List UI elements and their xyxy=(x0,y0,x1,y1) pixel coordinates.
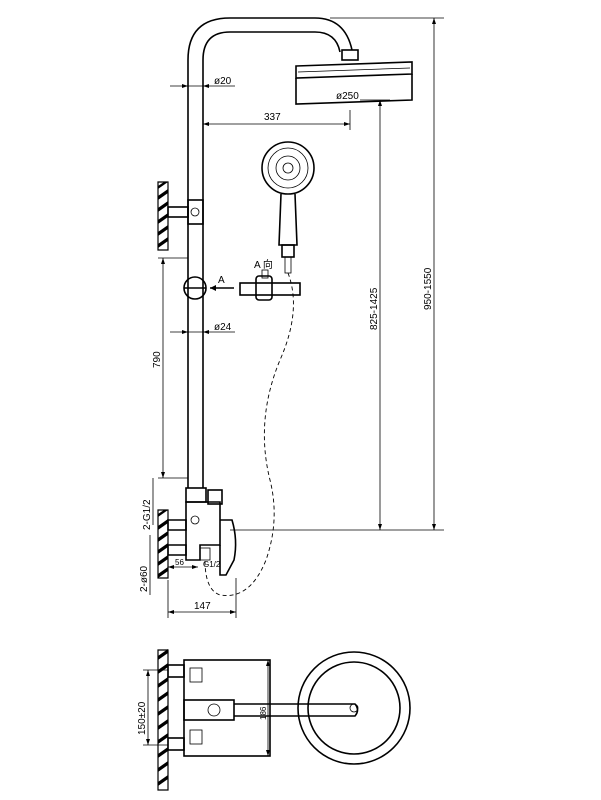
dim-head-diameter: ø250 xyxy=(336,91,359,102)
mixer-valve xyxy=(167,487,237,576)
dim-projection: 147 xyxy=(167,578,237,618)
head-height-label: 825-1425 xyxy=(369,287,380,330)
dim-escutcheon: 2-ø60 xyxy=(139,535,151,595)
section-arrow-a: A xyxy=(210,275,234,291)
wall-section-lower xyxy=(157,509,169,579)
outlet-offset-label: 56 xyxy=(175,558,184,567)
dim-slide-diameter: ø24 xyxy=(170,322,235,334)
upper-wall-bracket xyxy=(167,199,204,225)
dim-head-height: 825-1425 xyxy=(230,99,390,531)
escutcheon-label: 2-ø60 xyxy=(139,565,150,592)
slide-holder xyxy=(183,276,207,300)
holder-detail-view: A 向 xyxy=(239,258,301,301)
projection-label: 147 xyxy=(194,601,211,612)
section-mark-a: A xyxy=(218,275,225,286)
section-view-label: A 向 xyxy=(254,258,273,271)
dim-arm-length: 337 xyxy=(203,110,351,130)
dim-center-distance: 150±20 xyxy=(137,669,168,746)
dim-inlets: 2-G1/2 xyxy=(142,478,154,530)
wall-section-upper xyxy=(157,181,169,251)
pipe-diameter-label: ø20 xyxy=(214,76,232,87)
inlets-label: 2-G1/2 xyxy=(142,499,153,530)
body-height-label: 186 xyxy=(259,706,268,720)
total-height-label: 950-1550 xyxy=(423,267,434,310)
slide-diameter-label: ø24 xyxy=(214,322,232,333)
center-distance-label: 150±20 xyxy=(137,701,148,735)
plan-wall xyxy=(157,649,169,791)
hand-shower xyxy=(261,141,315,274)
shower-hose xyxy=(204,272,294,597)
dim-total-height: 950-1550 xyxy=(330,17,444,531)
plan-shower-head xyxy=(297,651,411,765)
dim-pipe-diameter: ø20 xyxy=(170,76,235,88)
arm-length-label: 337 xyxy=(264,112,281,123)
riser-pipe xyxy=(187,17,353,488)
dim-body-height: 186 xyxy=(259,660,270,756)
head-diameter-label: ø250 xyxy=(336,91,359,102)
slide-length-label: 790 xyxy=(152,351,163,368)
overhead-shower-head xyxy=(295,49,413,105)
dim-outlet: 56 G1/2 xyxy=(168,558,221,569)
outlet-thread-label: G1/2 xyxy=(203,560,221,569)
dim-slide-length: 790 xyxy=(152,257,188,479)
